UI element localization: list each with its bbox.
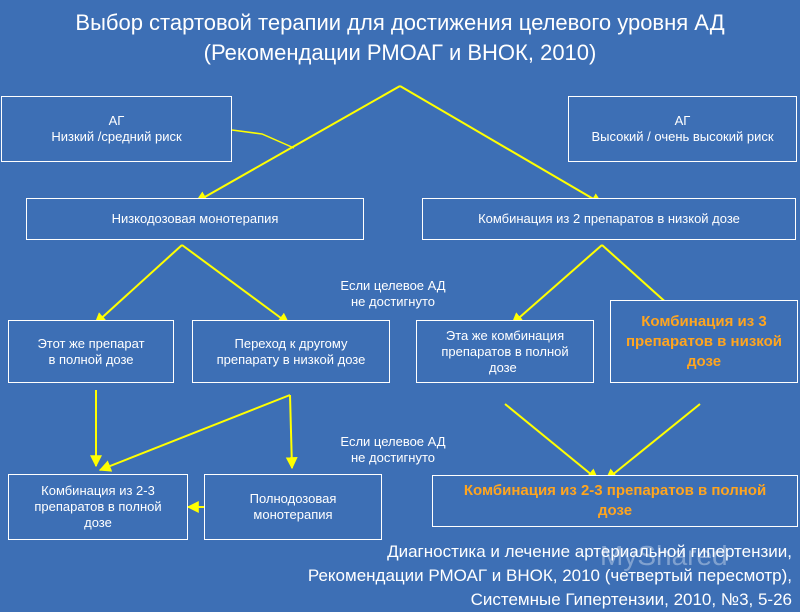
node-combo3-low: Комбинация из 3 препаратов в низкой дозе: [610, 300, 798, 383]
node-combo2-low-label: Комбинация из 2 препаратов в низкой дозе: [478, 211, 740, 226]
node-same-combo-full: Эта же комбинация препаратов в полной до…: [416, 320, 594, 383]
arrow-samecombo-to-combo23: [504, 403, 599, 481]
arrow-switch-to-fullmono: [285, 394, 298, 470]
slide-title-line2: (Рекомендации РМОАГ и ВНОК, 2010): [203, 40, 597, 65]
arrow-combo3-to-combo23: [605, 403, 701, 481]
note-not-reached-2: Если целевое АД не достигнуто: [300, 434, 486, 466]
node-combo23-right-line2: дозе: [597, 502, 633, 519]
node-combo23-right-line1: Комбинация из 2-3 препаратов в полной: [463, 482, 767, 499]
node-same-combo-line2: препаратов в полной: [441, 343, 569, 359]
note-1-line2: не достигнуто: [350, 294, 435, 309]
node-low-risk-line1: АГ: [108, 113, 125, 128]
node-combo3-line3: дозе: [686, 352, 722, 370]
arrow-top-to-mono: [194, 85, 401, 203]
node-combo23-full-left: Комбинация из 2-3 препаратов в полной до…: [8, 474, 188, 540]
arrow-mono-to-same: [94, 244, 183, 325]
node-full-mono-line1: Полнодозовая: [249, 491, 337, 506]
node-same-combo-line1: Эта же комбинация: [445, 327, 565, 343]
citation-line1: Диагностика и лечение артериальной гипер…: [387, 542, 792, 561]
node-switch-low: Переход к другому препарату в низкой доз…: [192, 320, 390, 383]
slide-title-line1: Выбор стартовой терапии для достижения ц…: [75, 10, 725, 35]
node-mono-low-label: Низкодозовая монотерапия: [111, 211, 279, 226]
node-full-mono: Полнодозовая монотерапия: [204, 474, 382, 540]
node-low-risk-line2: Низкий /средний риск: [51, 129, 182, 144]
arrow-switch-to-combo23: [98, 394, 291, 472]
node-combo3-line2: препаратов в низкой: [626, 332, 782, 350]
node-low-risk: АГ Низкий /средний риск: [1, 96, 232, 162]
node-switch-low-line2: препарату в низкой дозе: [216, 351, 366, 367]
node-combo23-left-line2: препаратов в полной: [34, 499, 162, 514]
node-same-combo-line3: дозе: [489, 359, 517, 375]
node-high-risk-line1: АГ: [674, 113, 691, 128]
arrow-mono-to-switch: [181, 244, 290, 325]
node-full-mono-line2: монотерапия: [253, 507, 333, 522]
node-same-full: Этот же препарат в полной дозе: [8, 320, 174, 383]
node-switch-low-line1: Переход к другому: [234, 335, 348, 351]
node-same-full-line1: Этот же препарат: [37, 335, 145, 351]
arrow-top-to-combo2: [399, 85, 604, 205]
note-2-line1: Если целевое АД: [340, 434, 446, 449]
node-high-risk: АГ Высокий / очень высокий риск: [568, 96, 797, 162]
note-2-line2: не достигнуто: [350, 450, 435, 465]
arrow-combo2-to-samecombo: [511, 244, 603, 325]
citation: Диагностика и лечение артериальной гипер…: [308, 540, 792, 612]
node-same-full-line2: в полной дозе: [48, 351, 134, 367]
node-combo2-low: Комбинация из 2 препаратов в низкой дозе: [422, 198, 796, 240]
callout-pointer: [231, 129, 295, 149]
node-combo23-left-line3: дозе: [84, 515, 112, 530]
node-mono-low: Низкодозовая монотерапия: [26, 198, 364, 240]
slide-title: Выбор стартовой терапии для достижения ц…: [0, 8, 800, 68]
citation-line2: Рекомендации РМОАГ и ВНОК, 2010 (четверт…: [307, 566, 792, 585]
node-combo23-left-line1: Комбинация из 2-3: [41, 483, 155, 498]
node-combo3-line1: Комбинация из 3: [641, 312, 767, 330]
note-not-reached-1: Если целевое АД не достигнуто: [300, 278, 486, 310]
watermark-logo: MyShared: [600, 540, 728, 571]
citation-line3: Системные Гипертензии, 2010, №3, 5-26: [470, 590, 792, 609]
note-1-line1: Если целевое АД: [340, 278, 446, 293]
node-high-risk-line2: Высокий / очень высокий риск: [591, 129, 774, 144]
node-combo23-full-right: Комбинация из 2-3 препаратов в полной до…: [432, 475, 798, 527]
